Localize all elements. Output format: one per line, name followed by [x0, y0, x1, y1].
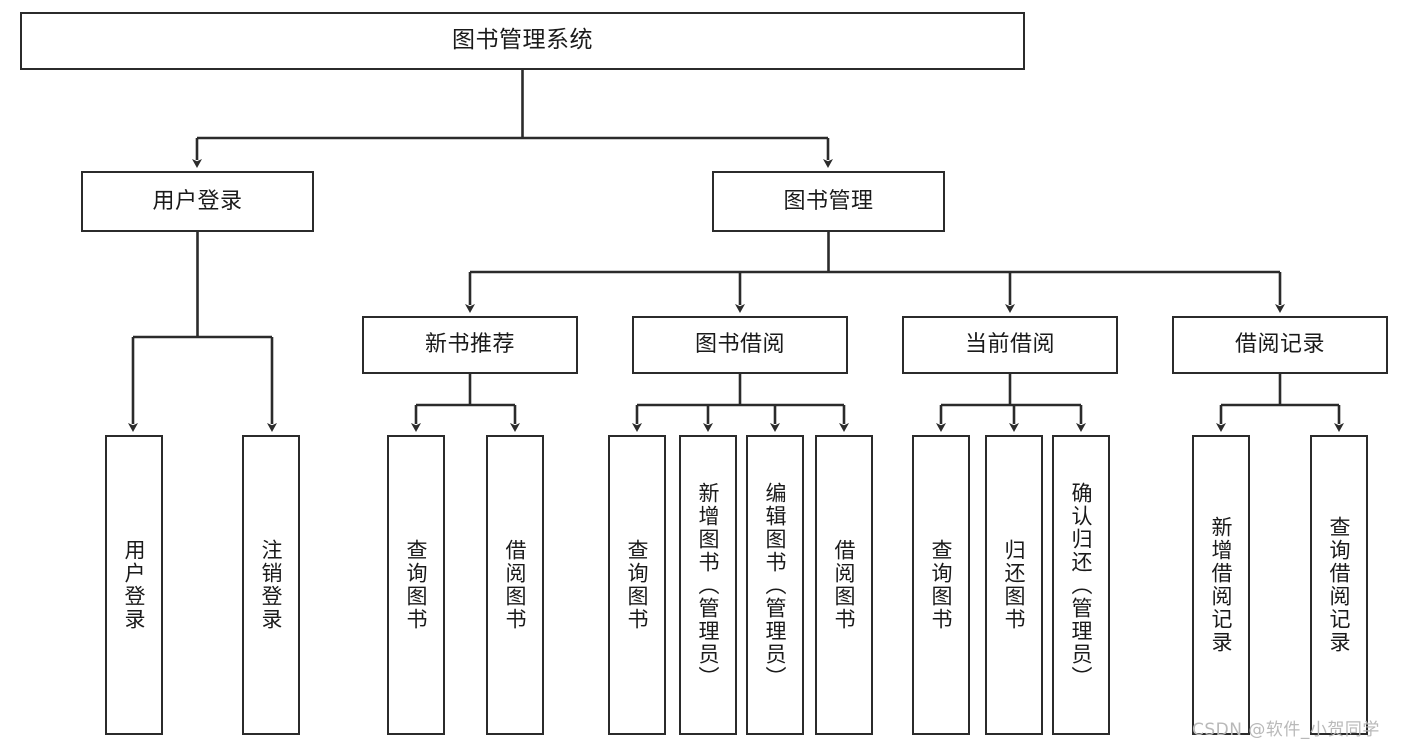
node-book-borrow[interactable]: 图书借阅 — [632, 316, 848, 374]
leaf-user-login-label: 用户登录 — [122, 539, 147, 631]
node-borrow-record[interactable]: 借阅记录 — [1172, 316, 1388, 374]
leaf-edit-book[interactable]: 编辑图书（管理员） — [746, 435, 804, 735]
leaf-confirm-return-label: 确认归还（管理员） — [1069, 481, 1094, 689]
leaf-query-book-1-label: 查询图书 — [404, 539, 429, 631]
node-user-login[interactable]: 用户登录 — [81, 171, 314, 232]
leaf-query-book-3-label: 查询图书 — [929, 539, 954, 631]
leaf-add-book[interactable]: 新增图书（管理员） — [679, 435, 737, 735]
leaf-borrow-book-1-label: 借阅图书 — [503, 539, 528, 631]
leaf-add-record[interactable]: 新增借阅记录 — [1192, 435, 1250, 735]
leaf-query-book-2-label: 查询图书 — [625, 539, 650, 631]
node-root-label: 图书管理系统 — [452, 27, 593, 54]
node-new-book-rec-label: 新书推荐 — [424, 332, 515, 358]
node-current-borrow-label: 当前借阅 — [964, 332, 1055, 358]
leaf-user-login[interactable]: 用户登录 — [105, 435, 163, 735]
node-borrow-record-label: 借阅记录 — [1234, 332, 1325, 358]
leaf-query-record-label: 查询借阅记录 — [1327, 516, 1352, 654]
leaf-return-book[interactable]: 归还图书 — [985, 435, 1043, 735]
node-book-borrow-label: 图书借阅 — [694, 332, 785, 358]
leaf-confirm-return[interactable]: 确认归还（管理员） — [1052, 435, 1110, 735]
leaf-query-book-3[interactable]: 查询图书 — [912, 435, 970, 735]
node-current-borrow[interactable]: 当前借阅 — [902, 316, 1118, 374]
node-book-manage-label: 图书管理 — [783, 188, 874, 214]
leaf-query-book-1[interactable]: 查询图书 — [387, 435, 445, 735]
leaf-edit-book-label: 编辑图书（管理员） — [763, 481, 788, 689]
leaf-borrow-book-2-label: 借阅图书 — [832, 539, 857, 631]
leaf-user-logout[interactable]: 注销登录 — [242, 435, 300, 735]
leaf-add-record-label: 新增借阅记录 — [1209, 516, 1234, 654]
leaf-borrow-book-2[interactable]: 借阅图书 — [815, 435, 873, 735]
node-user-login-label: 用户登录 — [152, 188, 243, 214]
node-new-book-rec[interactable]: 新书推荐 — [362, 316, 578, 374]
leaf-borrow-book-1[interactable]: 借阅图书 — [486, 435, 544, 735]
csdn-watermark: CSDN @软件_小贺同学 — [1192, 720, 1380, 740]
leaf-user-logout-label: 注销登录 — [259, 539, 284, 631]
leaf-query-record[interactable]: 查询借阅记录 — [1310, 435, 1368, 735]
leaf-query-book-2[interactable]: 查询图书 — [608, 435, 666, 735]
node-book-manage[interactable]: 图书管理 — [712, 171, 945, 232]
leaf-return-book-label: 归还图书 — [1002, 539, 1027, 631]
node-root[interactable]: 图书管理系统 — [20, 12, 1025, 70]
leaf-add-book-label: 新增图书（管理员） — [696, 481, 721, 689]
